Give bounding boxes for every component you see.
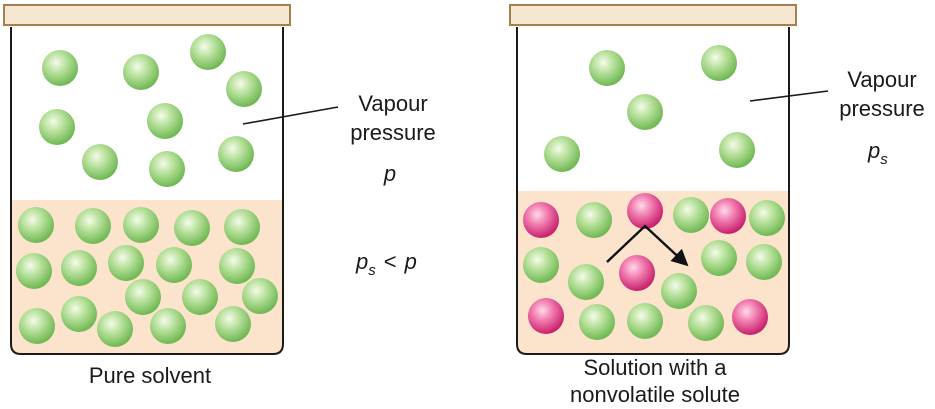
solvent-particle	[218, 136, 254, 172]
solvent-particle	[150, 308, 186, 344]
comparison-subscript: s	[368, 262, 376, 279]
solute-particle	[528, 298, 564, 334]
solvent-particle	[16, 253, 52, 289]
solvent-particle	[108, 245, 144, 281]
solute-particle	[710, 198, 746, 234]
solvent-particle	[42, 50, 78, 86]
solvent-particle	[589, 50, 625, 86]
pressure-comparison: ps<p	[355, 249, 417, 279]
solvent-particle	[576, 202, 612, 238]
right-beaker-particles	[523, 45, 785, 341]
solvent-particle	[568, 264, 604, 300]
right-vapour-label-line2: pressure	[839, 96, 925, 121]
right-beaker-lid	[509, 4, 797, 26]
solvent-particle	[82, 144, 118, 180]
right-beaker-outline	[516, 27, 790, 355]
solvent-particle	[627, 94, 663, 130]
solvent-particle	[673, 197, 709, 233]
left-vapour-pointer-line	[242, 106, 339, 125]
right-vapour-label-line1: Vapour	[847, 67, 916, 92]
solvent-particle	[19, 308, 55, 344]
solvent-particle	[174, 210, 210, 246]
solvent-particle	[701, 45, 737, 81]
solvent-particle	[219, 248, 255, 284]
solvent-particle	[688, 305, 724, 341]
solvent-particle	[39, 109, 75, 145]
left-beaker-lid	[3, 4, 291, 26]
solvent-particle	[123, 54, 159, 90]
left-beaker-outline	[10, 27, 284, 355]
right-pressure-letter: p	[867, 138, 880, 163]
solvent-particle	[182, 279, 218, 315]
solvent-particle	[661, 273, 697, 309]
solvent-particle	[523, 247, 559, 283]
solute-particle	[627, 193, 663, 229]
left-pressure-symbol: p	[383, 161, 396, 186]
right-pressure-subscript: s	[880, 151, 888, 168]
right-caption-line2: nonvolatile solute	[570, 382, 740, 407]
solvent-particle	[224, 209, 260, 245]
left-caption: Pure solvent	[89, 363, 211, 388]
left-beaker	[3, 4, 291, 355]
solvent-particle	[123, 207, 159, 243]
solvent-particle	[544, 136, 580, 172]
solvent-particle	[719, 132, 755, 168]
solvent-particle	[149, 151, 185, 187]
solute-particle	[732, 299, 768, 335]
solvent-particle	[579, 304, 615, 340]
solvent-particle	[226, 71, 262, 107]
solvent-particle	[156, 247, 192, 283]
left-vapour-label-line1: Vapour	[358, 91, 427, 116]
solvent-particle	[627, 303, 663, 339]
solute-particle	[619, 255, 655, 291]
comparison-rhs: p	[404, 249, 417, 274]
solvent-particle	[97, 311, 133, 347]
solvent-particle	[75, 208, 111, 244]
left-vapour-label-line2: pressure	[350, 120, 436, 145]
solvent-particle	[242, 278, 278, 314]
left-beaker-particles	[16, 34, 278, 347]
solvent-particle	[147, 103, 183, 139]
solvent-particle	[701, 240, 737, 276]
solvent-particle	[61, 250, 97, 286]
solute-blocking-arrow	[606, 224, 689, 267]
solvent-particle	[746, 244, 782, 280]
solute-particle	[523, 202, 559, 238]
solvent-particle	[18, 207, 54, 243]
right-caption-line1: Solution with a	[583, 355, 727, 380]
right-vapour-pointer-line	[749, 90, 829, 102]
comparison-symbol: p	[355, 249, 368, 274]
comparison-operator: <	[384, 249, 397, 274]
right-pressure-symbol: ps	[867, 138, 888, 168]
solvent-particle	[190, 34, 226, 70]
solvent-particle	[61, 296, 97, 332]
solvent-particle	[215, 306, 251, 342]
solvent-particle	[749, 200, 785, 236]
solvent-particle	[125, 279, 161, 315]
right-beaker	[509, 4, 797, 355]
